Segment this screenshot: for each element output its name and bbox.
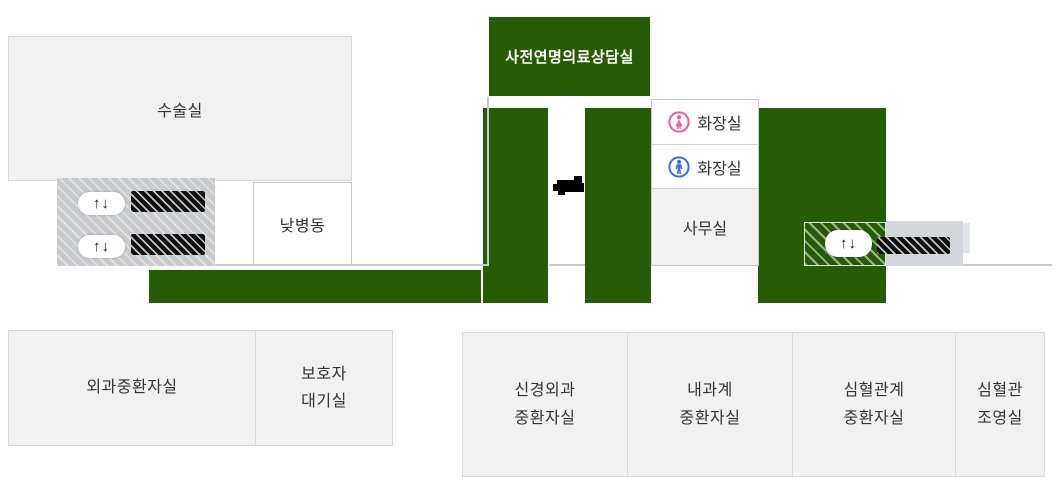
redacted-label-right xyxy=(877,237,950,254)
restroom-male-row: 화장실 xyxy=(652,144,758,188)
room-neuro-icu-line2: 중환자실 xyxy=(514,409,576,427)
room-day-ward-label: 낮병동 xyxy=(279,218,326,235)
room-surgery-label: 수술실 xyxy=(157,102,203,120)
room-cardio-icu-line2: 중환자실 xyxy=(843,409,905,427)
room-surgery: 수술실 xyxy=(8,36,352,181)
office-row: 사무실 xyxy=(652,188,758,265)
room-angio: 심혈관 조영실 xyxy=(955,333,1044,476)
restroom-female-label: 화장실 xyxy=(697,116,742,133)
green-wall-right-block xyxy=(758,108,886,303)
green-wall-vertical-2 xyxy=(585,108,651,303)
room-consult-label: 사전연명의료상담실 xyxy=(505,49,634,66)
elevator-arrows-icon: ↑↓ xyxy=(93,195,110,212)
elevator-button-left-1: ↑↓ xyxy=(78,192,125,215)
floor-outline-bottom-left xyxy=(215,264,489,266)
room-consult: 사전연명의료상담실 xyxy=(489,17,650,96)
corridor-equipment-icon xyxy=(553,176,584,195)
room-angio-line1: 심혈관 xyxy=(977,382,1023,400)
restroom-female-row: 화장실 xyxy=(652,100,758,144)
elevator-shaft-right-edge xyxy=(963,223,970,253)
room-surgical-icu-label: 외과중환자실 xyxy=(86,379,178,397)
room-internal-icu-line1: 내과계 xyxy=(687,382,733,400)
bottom-left-group: 외과중환자실 보호자 대기실 xyxy=(8,330,393,446)
room-cardio-icu-line1: 심혈관계 xyxy=(843,382,905,400)
floor-outline-bottom-mid xyxy=(549,264,585,266)
female-restroom-icon xyxy=(668,111,691,133)
corridor-right-border xyxy=(487,97,489,265)
room-surgical-icu: 외과중환자실 xyxy=(9,331,255,445)
floor-outline-bottom-right xyxy=(963,264,1052,266)
green-wall-vertical-1 xyxy=(483,108,548,303)
room-guardian-waiting-line1: 보호자 xyxy=(301,365,347,383)
room-internal-icu-line2: 중환자실 xyxy=(679,409,741,427)
elevator-button-left-2: ↑↓ xyxy=(78,235,125,258)
elevator-arrows-icon: ↑↓ xyxy=(840,235,857,252)
redacted-label-left-1 xyxy=(131,191,205,212)
redacted-label-left-2 xyxy=(131,234,205,255)
room-internal-icu: 내과계 중환자실 xyxy=(627,333,792,476)
room-neuro-icu: 신경외과 중환자실 xyxy=(463,333,627,476)
male-restroom-icon xyxy=(668,155,691,178)
restroom-male-label: 화장실 xyxy=(697,160,742,178)
room-day-ward: 낮병동 xyxy=(253,182,352,266)
room-cardio-icu: 심혈관계 중환자실 xyxy=(792,333,955,476)
green-wall-horizontal xyxy=(149,270,481,303)
facility-column: 화장실 화장실 사무실 xyxy=(651,99,759,266)
bottom-right-group: 신경외과 중환자실 내과계 중환자실 심혈관계 중환자실 심혈관 조영실 xyxy=(462,332,1045,477)
room-angio-line2: 조영실 xyxy=(977,409,1023,427)
elevator-button-right: ↑↓ xyxy=(825,230,872,257)
room-guardian-waiting: 보호자 대기실 xyxy=(255,331,392,445)
elevator-arrows-icon: ↑↓ xyxy=(93,238,110,255)
room-guardian-waiting-line2: 대기실 xyxy=(301,393,347,410)
office-label: 사무실 xyxy=(682,221,728,238)
room-neuro-icu-line1: 신경외과 xyxy=(514,382,576,400)
